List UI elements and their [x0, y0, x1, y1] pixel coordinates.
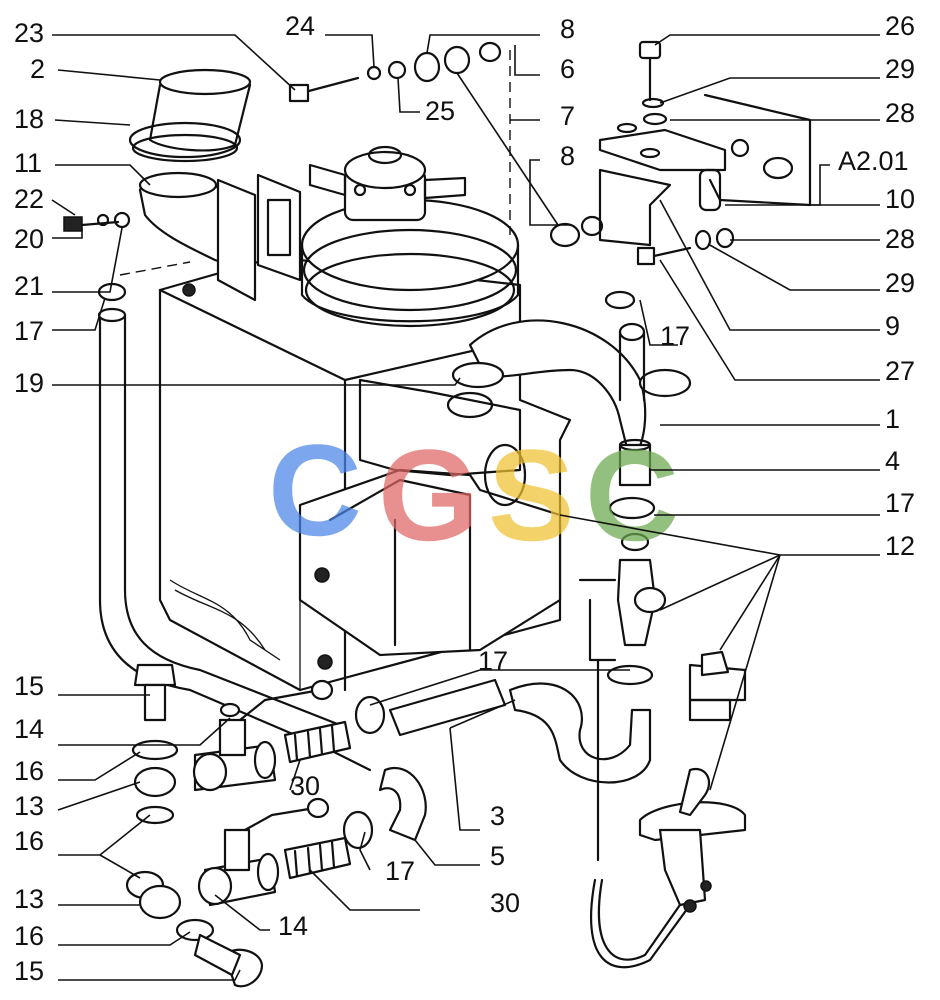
- label-23: 23: [14, 18, 44, 48]
- label-17: 17: [385, 856, 415, 886]
- label-16: 16: [14, 756, 44, 786]
- label-2: 2: [30, 54, 45, 84]
- label-14: 14: [14, 714, 44, 744]
- valves-and-fittings: [125, 532, 747, 988]
- label-24: 24: [285, 11, 315, 41]
- bracket-assembly: [549, 40, 812, 266]
- label-14: 14: [278, 911, 308, 941]
- watermark-letter: G: [378, 422, 479, 568]
- label-19: 19: [14, 368, 44, 398]
- leader-lines: [51, 34, 880, 981]
- label-13: 13: [14, 791, 44, 821]
- label-4: 4: [885, 446, 900, 476]
- part-labels: 23 2 18 11 22 20 21 17 19 24 8 6 25 7 8 …: [14, 11, 915, 986]
- label-12: 12: [885, 531, 915, 561]
- label-29: 29: [885, 54, 915, 84]
- label-26: 26: [885, 11, 915, 41]
- label-29: 29: [885, 268, 915, 298]
- label-20: 20: [14, 224, 44, 254]
- label-16: 16: [14, 921, 44, 951]
- label-30: 30: [490, 888, 520, 918]
- air-inlet-ducts: [63, 41, 502, 302]
- label-13: 13: [14, 884, 44, 914]
- reference-line-11: [119, 261, 191, 276]
- label-15: 15: [14, 671, 44, 701]
- label-7: 7: [560, 101, 575, 131]
- watermark-letter: C: [268, 417, 362, 563]
- label-5: 5: [490, 841, 505, 871]
- label-10: 10: [885, 184, 915, 214]
- label-17: 17: [14, 316, 44, 346]
- label-28: 28: [885, 224, 915, 254]
- cgsc-watermark: C G S C: [268, 417, 679, 568]
- label-1: 1: [885, 404, 900, 434]
- label-28: 28: [885, 98, 915, 128]
- label-11: 11: [14, 148, 42, 178]
- label-21: 21: [14, 271, 44, 301]
- label-18: 18: [14, 104, 44, 134]
- label-a2-01: A2.01: [838, 146, 909, 176]
- label-30: 30: [290, 771, 320, 801]
- label-17: 17: [660, 321, 690, 351]
- watermark-letter: S: [488, 422, 575, 568]
- label-9: 9: [885, 311, 900, 341]
- label-8: 8: [560, 14, 575, 44]
- label-15: 15: [14, 956, 44, 986]
- heater-housing: [158, 145, 572, 692]
- watermark-letter: C: [585, 422, 679, 568]
- label-17: 17: [478, 646, 508, 676]
- label-16: 16: [14, 826, 44, 856]
- label-27: 27: [885, 356, 915, 386]
- label-3: 3: [490, 801, 505, 831]
- label-17: 17: [885, 488, 915, 518]
- label-6: 6: [560, 54, 575, 84]
- label-22: 22: [14, 184, 44, 214]
- label-8: 8: [560, 141, 575, 171]
- label-25: 25: [425, 96, 455, 126]
- hoses: [97, 282, 692, 850]
